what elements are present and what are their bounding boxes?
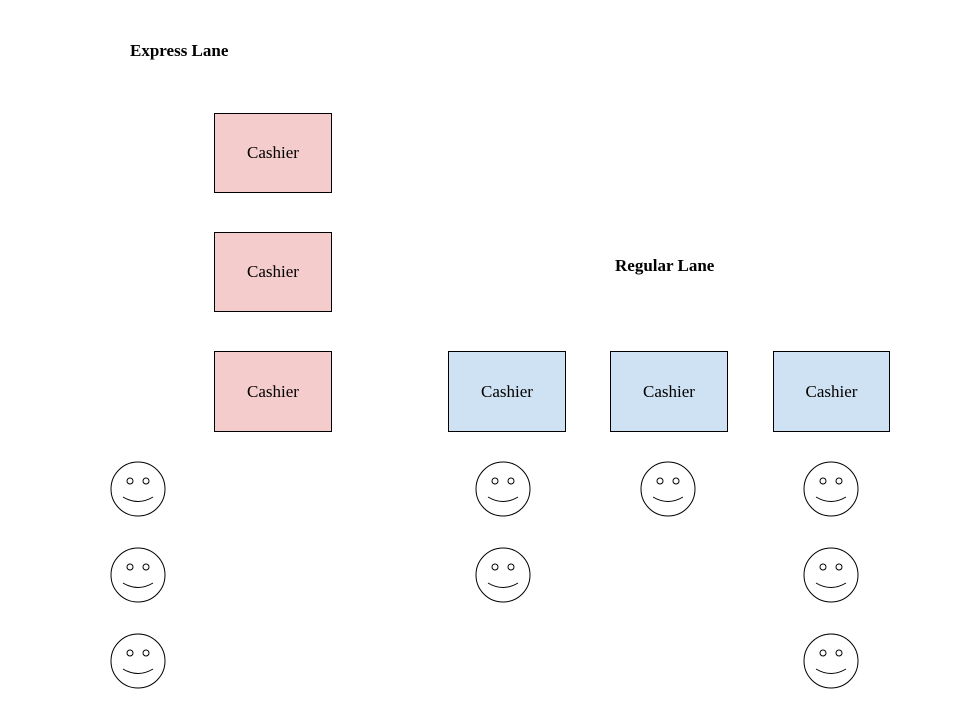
smiley-face-icon <box>803 547 859 603</box>
regular-cashier-1: Cashier <box>448 351 566 432</box>
express-cashier-1: Cashier <box>214 113 332 193</box>
regular-cashier-3: Cashier <box>773 351 890 432</box>
smiley-face-icon <box>803 461 859 517</box>
regular-lane-label: Regular Lane <box>615 256 715 275</box>
express-cashier-3: Cashier <box>214 351 332 432</box>
smiley-face-icon <box>475 547 531 603</box>
smiley-face-icon <box>110 461 166 517</box>
express-lane-label: Express Lane <box>130 41 229 60</box>
regular-cashier-2: Cashier <box>610 351 728 432</box>
smiley-face-icon <box>110 633 166 689</box>
smiley-face-icon <box>110 547 166 603</box>
smiley-face-icon <box>640 461 696 517</box>
express-cashier-2: Cashier <box>214 232 332 312</box>
smiley-face-icon <box>803 633 859 689</box>
smiley-face-icon <box>475 461 531 517</box>
